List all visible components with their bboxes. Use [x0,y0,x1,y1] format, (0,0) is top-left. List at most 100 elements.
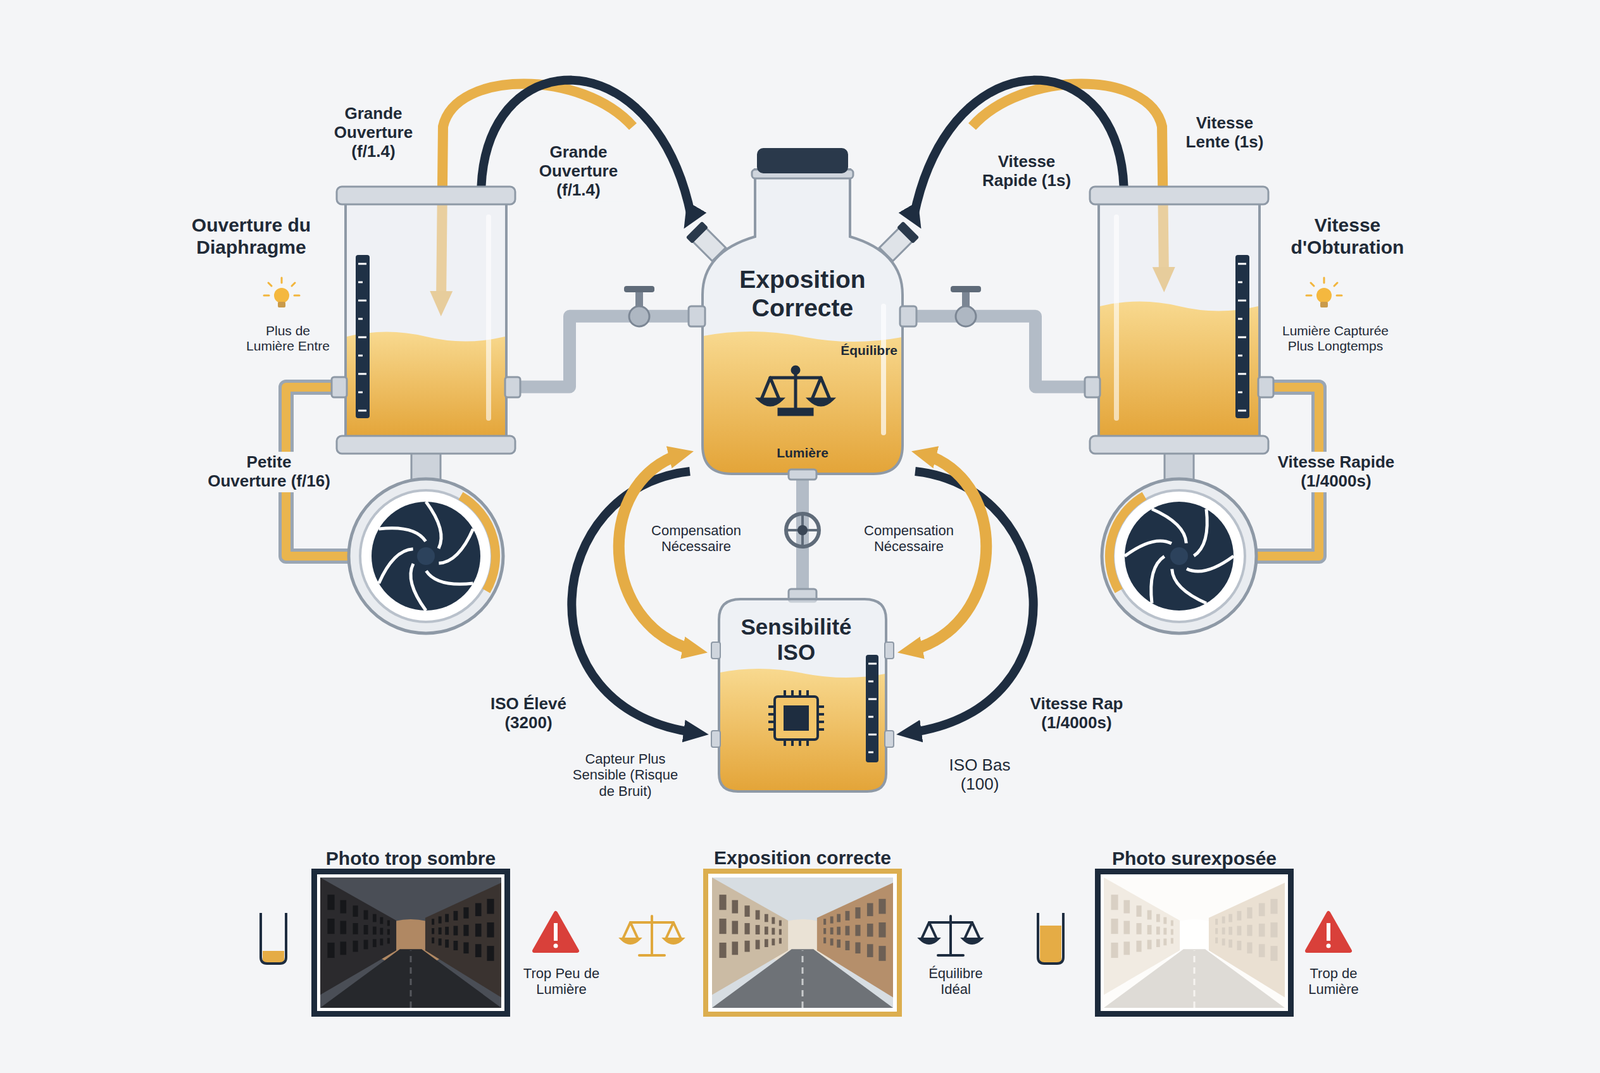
nozzle-cap [686,221,709,244]
photo-window [855,925,861,937]
tank-title: Sensibilité ISO [726,614,866,666]
scales-top [792,367,799,374]
photo-building [712,877,788,995]
annotation-label: ISO Élevé (3200) [481,693,576,735]
pipe-joint [505,377,521,398]
annotation-label: Trop de Lumière [1295,964,1372,1000]
photo-window [1136,941,1142,953]
gauge-tick [1237,263,1247,266]
shutter-ring [1113,490,1245,623]
scales-base [779,409,813,415]
warning-icon [1306,913,1350,952]
iso-outline [718,599,887,792]
scales-icon [920,939,982,944]
photo-window [475,924,482,938]
shutter-ring [1170,547,1188,566]
scales-icon [921,922,980,940]
photo-window [444,939,449,949]
shutter-ring [1151,501,1189,550]
photo-window [1147,940,1152,950]
photo-window [1270,946,1278,962]
photo-heading: Photo surexposée [1062,848,1326,871]
pipe-joint [711,642,721,659]
gauge-tick [868,663,877,666]
photo-window [731,900,738,914]
pipe-connector [796,477,809,592]
photo-window [453,911,459,921]
annotation-label: Petite Ouverture (f/16) [202,451,336,493]
gauge-tick [358,410,367,413]
photo-window [1163,917,1167,925]
photo-window [823,937,826,944]
photo-window [1156,939,1161,948]
gauge-tick [358,281,363,284]
tank-flange [336,436,516,454]
photo-window [1170,929,1174,936]
annotation-label: Capteur Plus Sensible (Risque de Bruit) [565,750,686,801]
photo-window [845,911,850,921]
photo-window [1170,920,1174,927]
glass-highlight [486,214,492,421]
shutter-ring [1138,555,1176,604]
flask-caption: Lumière [693,445,912,461]
edge-label: Compensation Nécessaire [642,521,750,557]
aperture-ring [379,515,428,553]
photo-window [339,921,347,935]
section-heading: Vitesse d'Obturation [1274,214,1421,259]
bulb-icon [277,301,286,308]
aperture-ring [371,501,481,611]
photo-window [779,920,782,927]
photo-window [352,905,358,918]
bulb-icon [1320,301,1328,308]
edge-label: Grande Ouverture (f/1.4) [531,141,626,202]
level-gauge [355,255,370,419]
photo-window [731,921,738,935]
photo-window [486,946,494,962]
photo-window [867,924,874,938]
photo-window [845,925,850,936]
photo-window [1228,914,1233,923]
photo-window [1147,910,1152,921]
gauge-tick [1237,391,1243,394]
photo-window [771,939,775,947]
photo-sky [320,877,502,1009]
gauge-tick [358,355,363,357]
photo-window [339,941,347,956]
chip-pins [768,690,825,747]
photo-window [830,927,834,935]
photo-window [1222,916,1226,924]
aperture-tank: Ouverture du Diaphragme [336,186,516,454]
photo-window [823,928,826,935]
photo-window [1246,925,1252,937]
annotation-label: Équilibre Idéal [917,964,994,1000]
photo-window [1156,927,1161,936]
valve-wheel [786,513,819,547]
photo-window [1215,928,1218,935]
photo-window [755,910,761,921]
photo-window [718,918,726,935]
bulb-icon [1334,282,1338,287]
photo-window [731,941,738,956]
photo-building [1103,877,1180,995]
bulb-icon [294,294,300,297]
photo-window [764,914,769,923]
bulb-icon [1310,282,1314,287]
gauge-tick [868,681,874,683]
photo-window [1228,927,1233,936]
photo-window [463,942,469,954]
bulb-icon [1316,287,1332,304]
pipe-joint [1258,377,1274,398]
photo-window [1237,911,1242,921]
photo-window [836,939,841,949]
street-photo [1103,877,1285,1009]
photo-window [444,914,449,923]
photo-window [744,905,750,918]
shutter-ring [1101,479,1257,634]
iso-liquid [716,668,889,795]
pipe-joint [884,731,894,748]
gauge-tick [358,391,363,394]
warning-icon [1326,923,1331,942]
photo-window [1270,922,1278,938]
tank-flange [336,186,516,205]
